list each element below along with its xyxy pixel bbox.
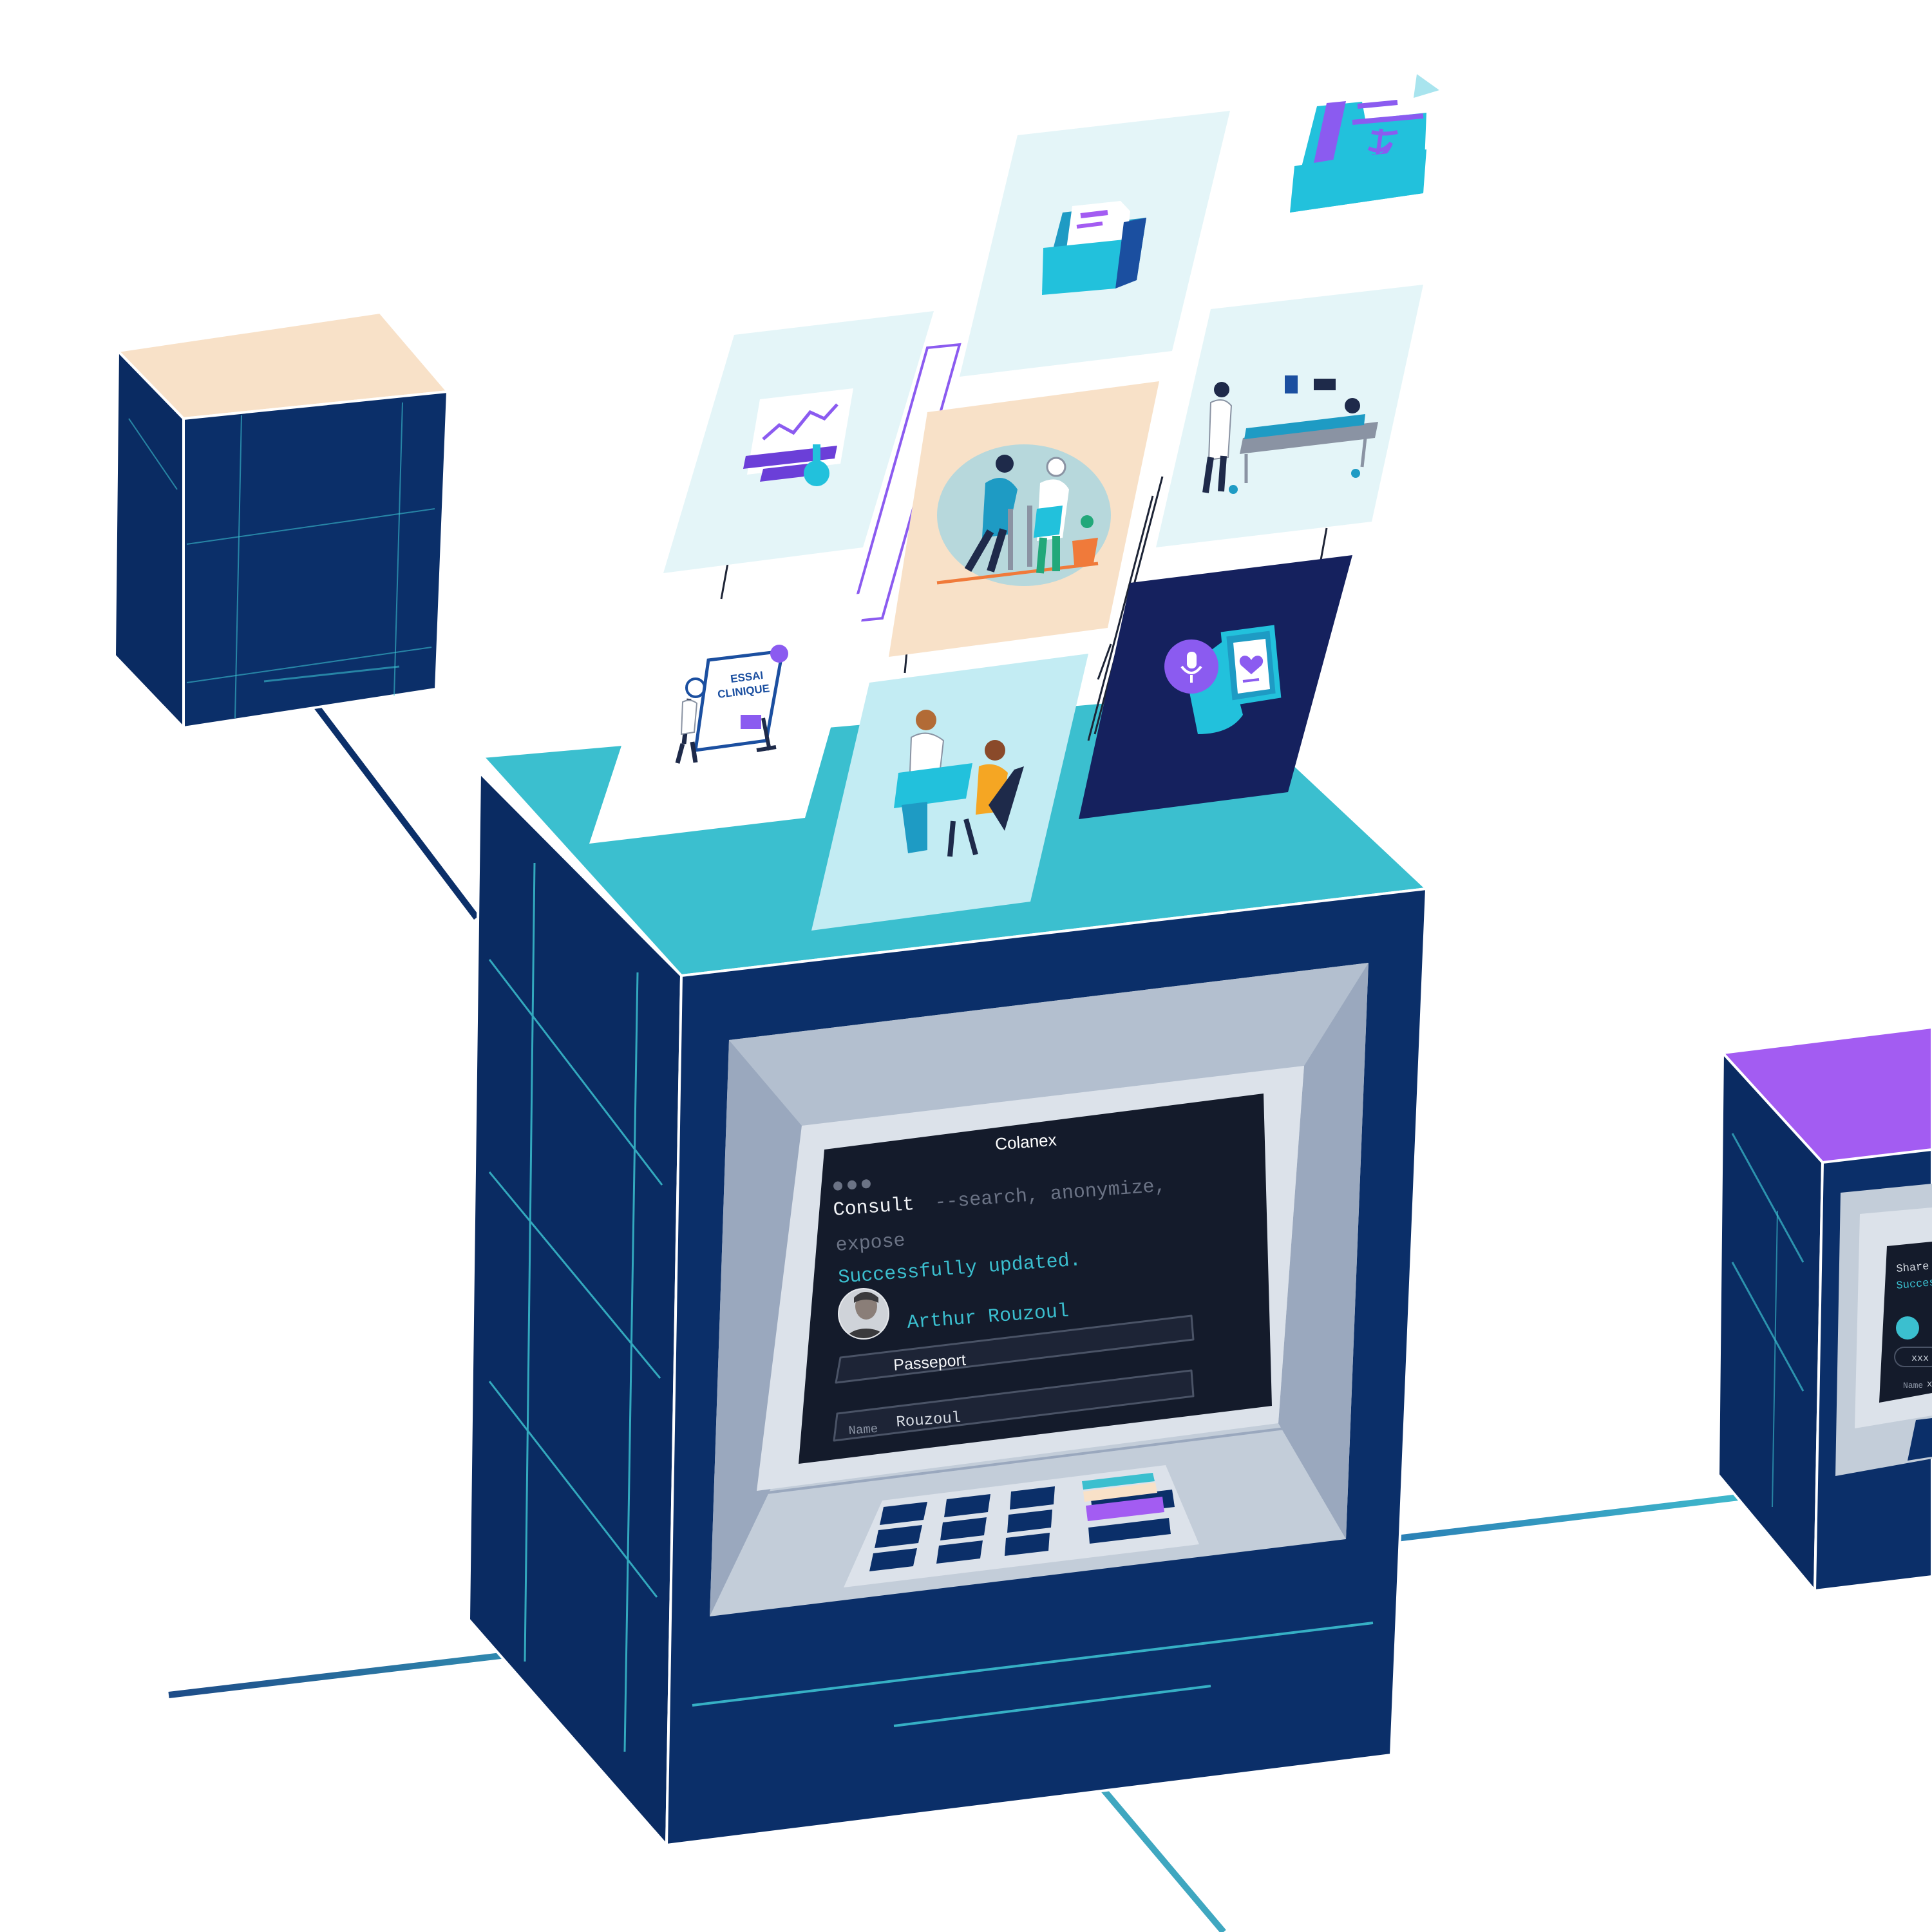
heart-icon [1239,656,1264,674]
card-clinical-trial: ESSAI CLINIQUE [589,592,869,844]
window-dots-icon [833,1179,871,1191]
name-field-label: Name [848,1422,878,1438]
left-cube [113,310,450,731]
medical-folder-icon [1290,74,1439,213]
name-field[interactable]: Name Rouzoul [833,1369,1195,1442]
side-field-1: xxx x [1911,1353,1932,1364]
card-outline [848,343,961,623]
user-avatar [838,1288,889,1340]
card-wearable [1079,555,1352,819]
floating-cards: ESSAI CLINIQUE [589,74,1439,931]
card-documents [960,111,1230,377]
card-hospital-bed [1156,285,1423,547]
document-field[interactable]: Passeport [835,1314,1195,1384]
right-machine: Share Succes xxx x Name x [1716,1025,1932,1595]
link-line-left-cube [313,703,479,920]
card-caregiver [889,381,1159,657]
card-consultation [811,654,1088,931]
terminal-args-continued: expose [835,1230,906,1257]
side-terminal-command: Share [1896,1261,1929,1276]
side-avatar [1896,1316,1919,1340]
side-field-2-value: x [1927,1379,1932,1390]
keypad[interactable] [844,1465,1199,1587]
terminal-title: Colanex [994,1130,1057,1154]
link-line-bottom [1099,1785,1226,1932]
link-line-right [1390,1494,1739,1542]
side-terminal-status: Succes [1896,1277,1932,1293]
side-field-2-label: Name [1903,1381,1923,1390]
card-research-stats [663,311,934,573]
